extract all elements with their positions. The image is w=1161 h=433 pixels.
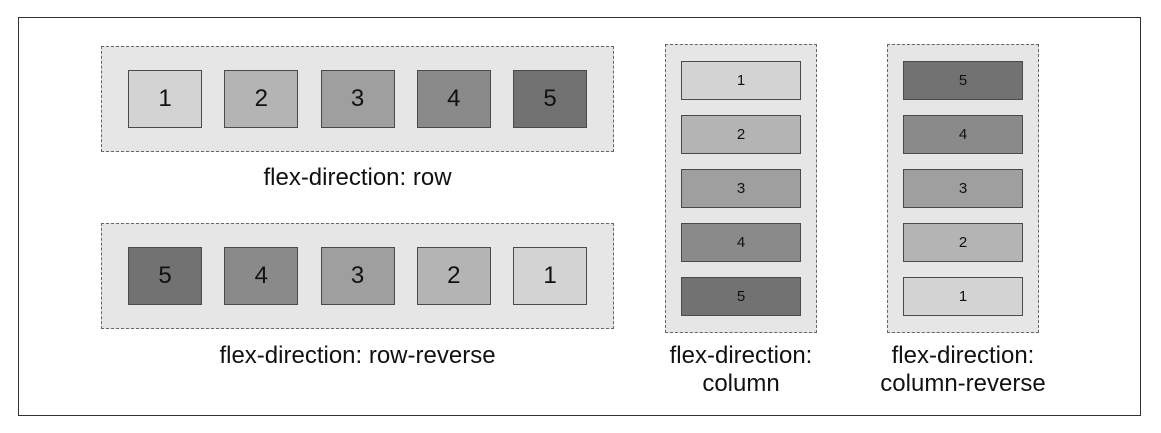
column-reverse-container: 5 4 3 2 1 bbox=[887, 44, 1039, 333]
column-reverse-item: 2 bbox=[903, 223, 1023, 262]
column-caption-line: column bbox=[702, 370, 780, 397]
row-item: 2 bbox=[224, 70, 299, 128]
row-item: 4 bbox=[416, 70, 491, 128]
row-item: 1 bbox=[128, 70, 202, 128]
row-reverse-item: 3 bbox=[320, 247, 395, 305]
column-reverse-item: 4 bbox=[903, 115, 1023, 154]
row-reverse-caption: flex-direction: row-reverse bbox=[219, 342, 496, 369]
row-reverse-item: 1 bbox=[513, 247, 587, 305]
row-reverse-item: 4 bbox=[224, 247, 299, 305]
figure-frame bbox=[18, 17, 1141, 416]
row-reverse-item: 2 bbox=[416, 247, 491, 305]
column-caption-line: flex-direction: bbox=[669, 342, 813, 369]
row-item: 3 bbox=[320, 70, 395, 128]
column-reverse-item: 5 bbox=[903, 61, 1023, 100]
column-item: 4 bbox=[681, 223, 801, 262]
row-container: 1 2 3 4 5 bbox=[101, 46, 614, 152]
column-item: 2 bbox=[681, 115, 801, 154]
column-item: 5 bbox=[681, 277, 801, 316]
row-reverse-container: 5 4 3 2 1 bbox=[101, 223, 614, 329]
column-reverse-item: 3 bbox=[903, 169, 1023, 208]
column-caption: flex-direction: column bbox=[641, 342, 841, 398]
row-reverse-item: 5 bbox=[128, 247, 202, 305]
column-item: 3 bbox=[681, 169, 801, 208]
column-reverse-caption-line: column-reverse bbox=[880, 370, 1046, 397]
row-item: 5 bbox=[513, 70, 587, 128]
column-reverse-caption: flex-direction: column-reverse bbox=[858, 342, 1068, 398]
column-item: 1 bbox=[681, 61, 801, 100]
column-container: 1 2 3 4 5 bbox=[665, 44, 817, 333]
column-reverse-caption-line: flex-direction: bbox=[891, 342, 1035, 369]
column-reverse-item: 1 bbox=[903, 277, 1023, 316]
row-caption: flex-direction: row bbox=[263, 164, 452, 191]
